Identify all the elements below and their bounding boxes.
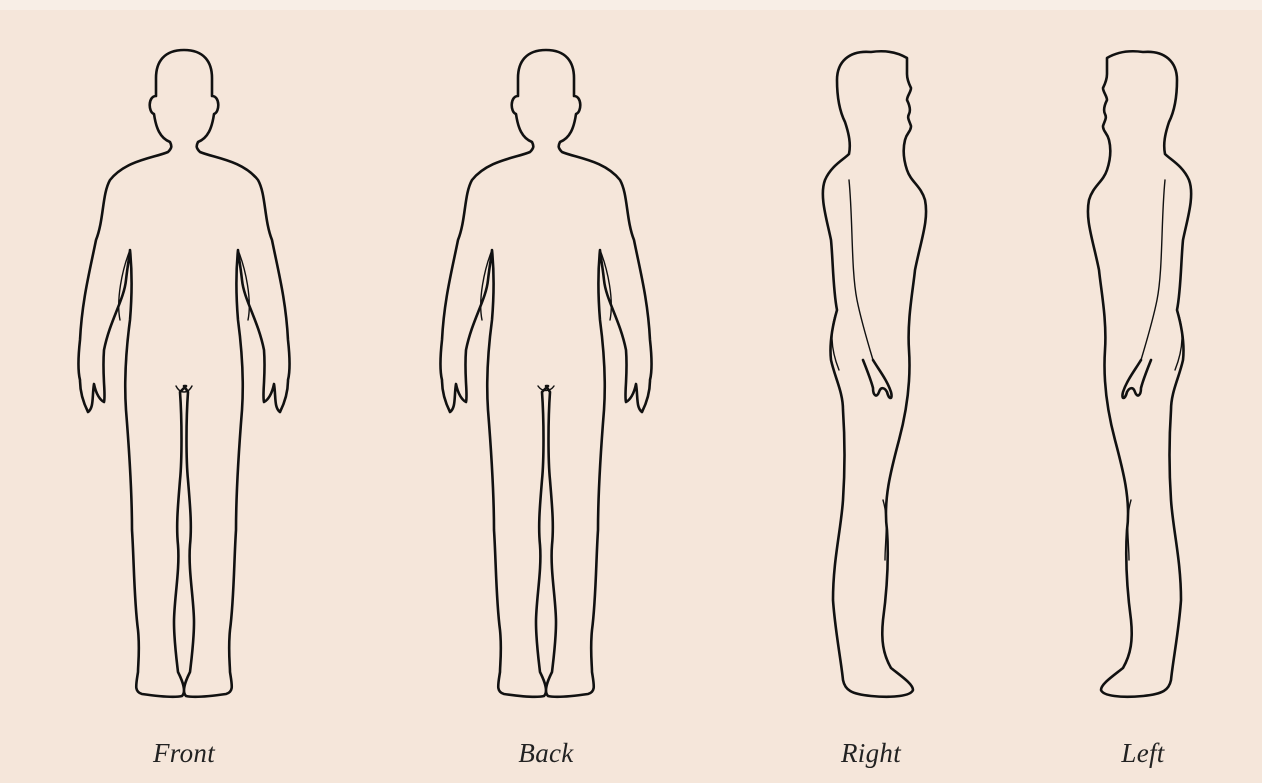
- right-body-outline: [823, 51, 926, 697]
- view-label-front: Front: [34, 738, 334, 769]
- view-label-left: Left: [993, 738, 1262, 769]
- body-outline-right: Right: [721, 0, 1021, 783]
- left-hand: [1122, 360, 1151, 398]
- right-figure-drawing: [721, 0, 1021, 783]
- front-body-outline: [79, 50, 290, 697]
- body-outline-back: Back: [396, 0, 696, 783]
- front-figure-drawing: [34, 0, 334, 783]
- right-hand: [863, 360, 892, 398]
- back-figure-drawing: [396, 0, 696, 783]
- body-outline-front: Front: [34, 0, 334, 783]
- view-label-right: Right: [721, 738, 1021, 769]
- left-body-outline: [1088, 51, 1191, 697]
- body-outline-left: Left: [993, 0, 1262, 783]
- right-arm-line: [849, 180, 873, 360]
- left-figure-drawing: [993, 0, 1262, 783]
- back-body-outline: [441, 50, 652, 697]
- left-arm-line: [1141, 180, 1165, 360]
- view-label-back: Back: [396, 738, 696, 769]
